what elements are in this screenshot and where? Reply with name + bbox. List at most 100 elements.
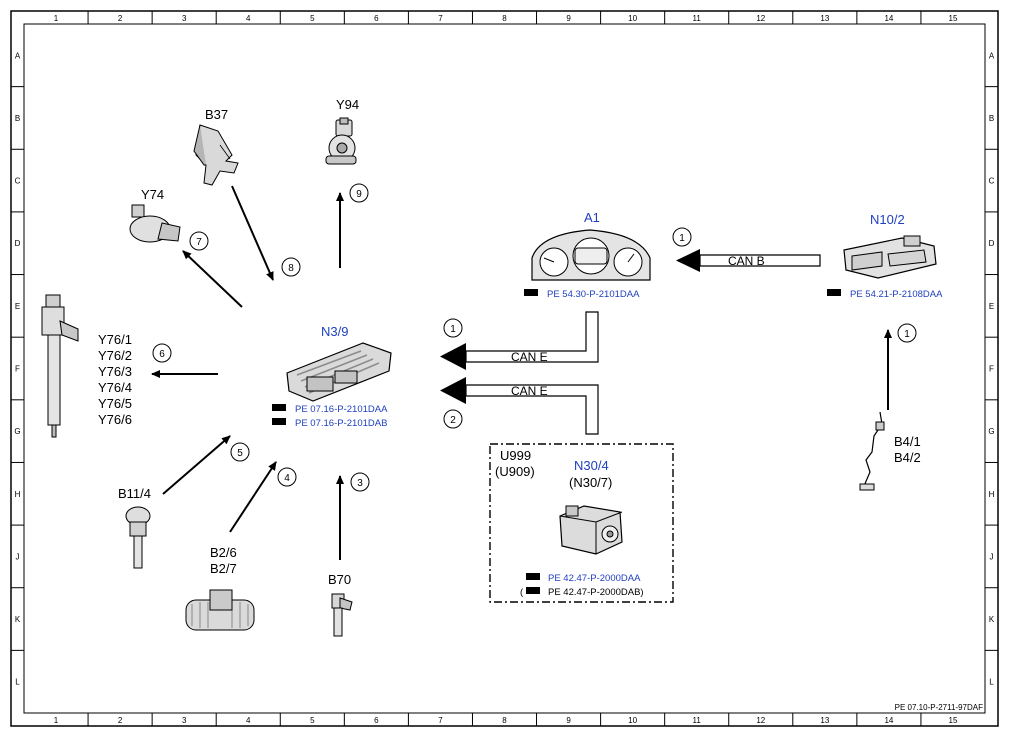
grid-row-label: J	[16, 552, 20, 561]
n10-2-module-icon	[843, 235, 937, 279]
grid-column-label: 9	[566, 14, 571, 23]
y76-injector-icon	[41, 294, 79, 438]
n3-9-ref-2: PE 07.16-P-2101DAB	[272, 418, 387, 429]
b11-4-temp-sensor-icon	[125, 506, 151, 569]
can-bus-lines: CAN B CAN E CAN E	[440, 249, 821, 435]
grid-column-label: 10	[628, 14, 637, 23]
arrow-b2-to-n39	[229, 461, 277, 533]
callout-5: 5	[230, 442, 250, 462]
n30-4-variant-box	[489, 443, 674, 603]
callout-1-a1: 1	[672, 227, 692, 247]
grid-row-label: A	[15, 51, 21, 60]
grid-column-label: 7	[438, 716, 443, 725]
grid-row-label: B	[15, 114, 20, 123]
svg-text:5: 5	[237, 448, 243, 459]
grid-column-label: 8	[502, 14, 507, 23]
n10-2-ref: PE 54.21-P-2108DAA	[827, 289, 943, 300]
callout-7: 7	[189, 231, 209, 251]
hand-pointer-icon	[272, 404, 286, 411]
n30-4-label: N30/4	[574, 458, 609, 473]
grid-row-label: H	[989, 490, 995, 499]
grid-row-label: E	[989, 302, 994, 311]
grid-column-label: 11	[693, 14, 702, 23]
svg-text:B4/2: B4/2	[894, 450, 921, 465]
n30-ref-1: PE 42.47-P-2000DAA	[526, 573, 641, 584]
grid-row-label: J	[990, 552, 994, 561]
svg-text:PE 54.30-P-2101DAA: PE 54.30-P-2101DAA	[547, 289, 640, 300]
hand-pointer-icon	[827, 289, 841, 296]
grid-column-label: 14	[884, 716, 893, 725]
grid-column-label: 13	[820, 14, 829, 23]
svg-text:7: 7	[196, 237, 202, 248]
svg-text:Y76/2: Y76/2	[98, 348, 132, 363]
y94-valve-icon	[325, 117, 357, 165]
callout-9: 9	[349, 183, 369, 203]
svg-text:B2/6: B2/6	[210, 545, 237, 560]
grid-column-label: 12	[756, 716, 765, 725]
grid-column-label: 5	[310, 14, 315, 23]
document-reference: PE 07.10-P-2711-97DAF	[895, 703, 983, 712]
grid-column-label: 4	[246, 716, 251, 725]
b37-pedal-sensor-icon	[193, 124, 239, 186]
svg-text:B4/1: B4/1	[894, 434, 921, 449]
u909-label: (U909)	[495, 464, 535, 479]
grid-column-label: 1	[54, 14, 59, 23]
hand-pointer-icon	[524, 289, 538, 296]
b2-label-stack: B2/6 B2/7	[210, 545, 237, 576]
hand-pointer-icon	[526, 587, 540, 594]
inner-frame	[23, 23, 986, 714]
a1-ref: PE 54.30-P-2101DAA	[524, 289, 640, 300]
grid-row-label: L	[15, 678, 20, 687]
svg-text:1: 1	[450, 324, 456, 335]
grid-row-label: C	[15, 177, 21, 186]
grid-row-label: H	[15, 490, 21, 499]
grid-column-label: 5	[310, 716, 315, 725]
arrow-b11-to-n39	[162, 435, 231, 495]
arrow-n39-to-y74	[182, 250, 243, 308]
grid-column-label: 12	[756, 14, 765, 23]
b70-label: B70	[328, 572, 351, 587]
signal-arrows	[151, 185, 892, 560]
svg-text:Y76/3: Y76/3	[98, 364, 132, 379]
can-b-arrowhead	[676, 249, 700, 272]
grid-column-label: 3	[182, 716, 187, 725]
callout-2: 2	[443, 409, 463, 429]
svg-text:PE 07.16-P-2101DAB: PE 07.16-P-2101DAB	[295, 418, 387, 429]
hand-pointer-icon	[272, 418, 286, 425]
grid-row-label: B	[989, 114, 994, 123]
svg-text:3: 3	[357, 478, 363, 489]
grid-column-label: 3	[182, 14, 187, 23]
n3-9-label: N3/9	[321, 324, 348, 339]
grid-row-label: A	[989, 51, 995, 60]
b11-4-label: B11/4	[118, 486, 151, 501]
svg-text:Y76/5: Y76/5	[98, 396, 132, 411]
svg-text:4: 4	[284, 473, 290, 484]
callout-3: 3	[350, 472, 370, 492]
b37-label: B37	[205, 107, 228, 122]
grid-column-label: 1	[54, 716, 59, 725]
grid-column-label: 2	[118, 14, 123, 23]
b70-crank-sensor-icon	[331, 593, 353, 637]
svg-text:B2/7: B2/7	[210, 561, 237, 576]
n3-9-ecu-icon	[286, 342, 392, 402]
arrow-b37-to-n39	[231, 185, 274, 281]
a1-instrument-cluster-icon	[531, 229, 651, 281]
can-e-lower-arrowhead	[440, 377, 466, 404]
svg-text:Y76/4: Y76/4	[98, 380, 132, 395]
grid-row-label: F	[989, 365, 994, 374]
svg-text:PE 54.21-P-2108DAA: PE 54.21-P-2108DAA	[850, 289, 943, 300]
hand-pointer-icon	[526, 573, 540, 580]
grid-row-label: D	[989, 239, 995, 248]
grid-column-label: 4	[246, 14, 251, 23]
grid-row-label: C	[989, 177, 995, 186]
svg-text:(: (	[520, 587, 524, 598]
grid-column-label: 13	[820, 716, 829, 725]
a1-label: A1	[584, 210, 600, 225]
grid-marks: 1122334455667788991010111112121313141415…	[11, 11, 998, 726]
can-b-label: CAN B	[728, 254, 765, 268]
grid-column-label: 14	[884, 14, 893, 23]
b4-label-stack: B4/1 B4/2	[894, 434, 921, 465]
y74-valve-icon	[129, 204, 181, 243]
n30-ref-2: ( PE 42.47-P-2000DAB)	[520, 587, 644, 598]
y74-label: Y74	[141, 187, 164, 202]
